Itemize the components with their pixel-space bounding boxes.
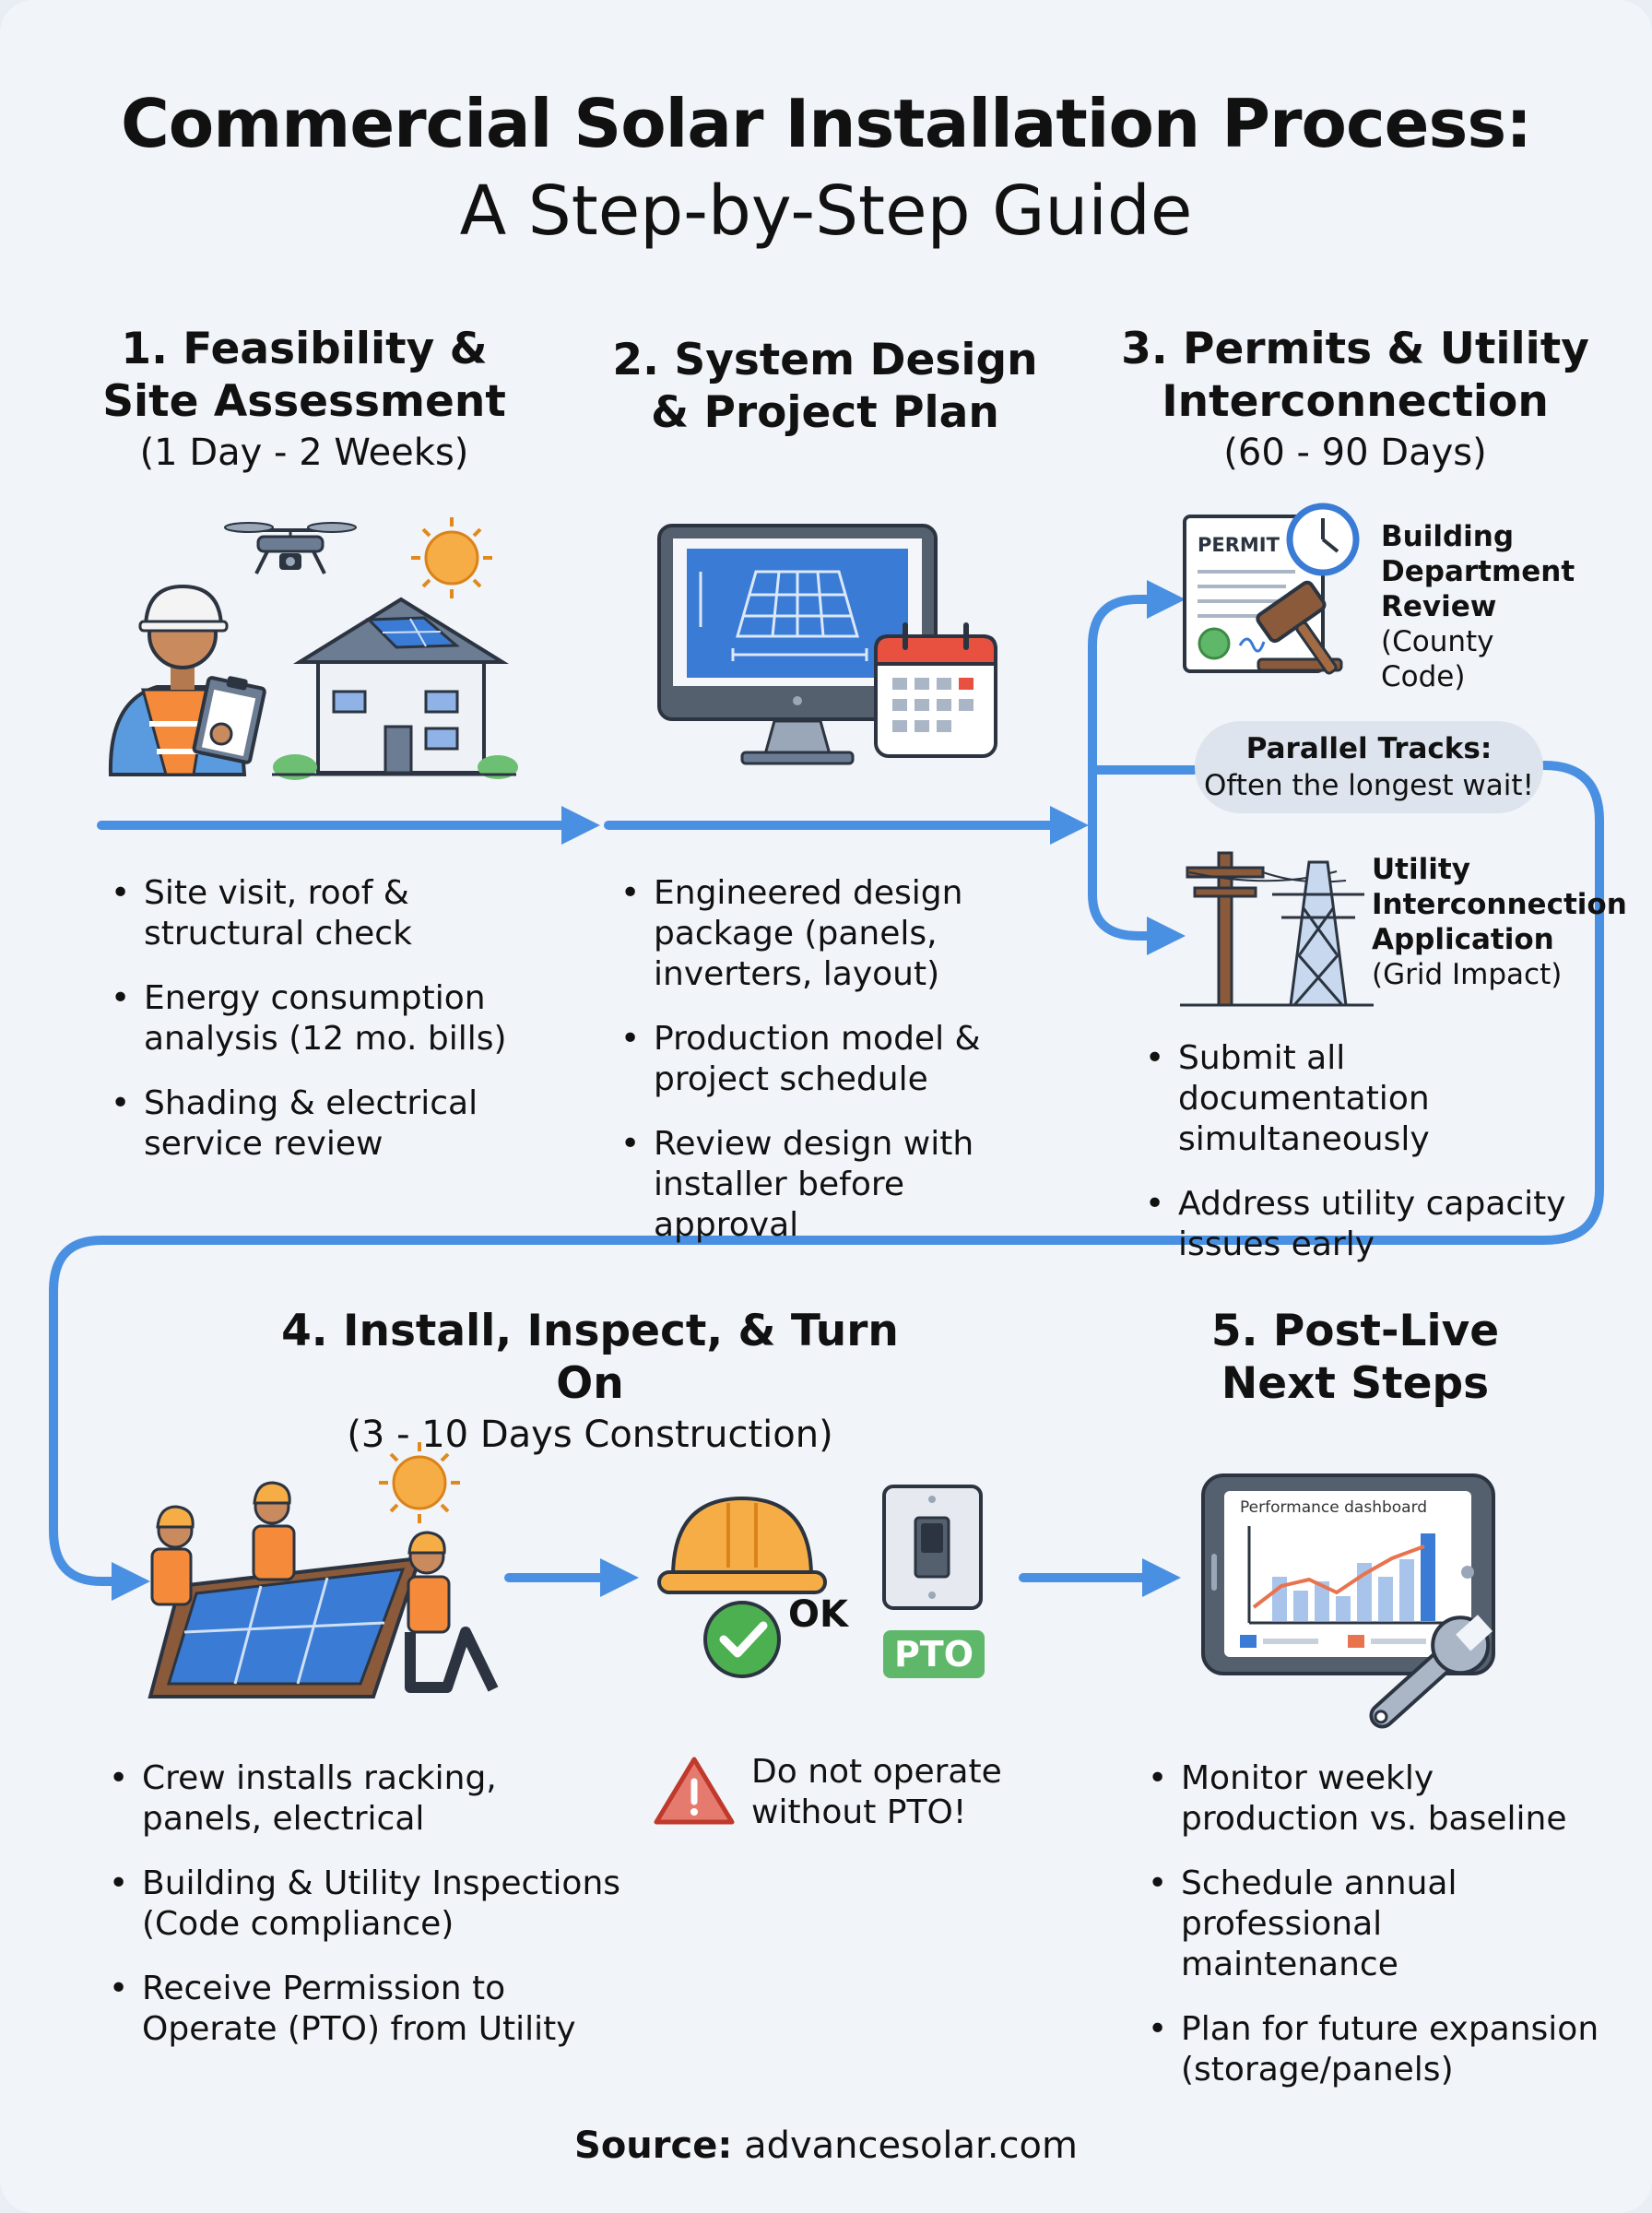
calendar-icon <box>874 622 997 758</box>
dashboard-label: Performance dashboard <box>1240 1498 1428 1517</box>
pto-warning: Do not operate without PTO! <box>751 1753 1002 1831</box>
list-item: Address utility capacity issues early <box>1145 1184 1587 1265</box>
track-utility-title: Utility Interconnection Application <box>1372 853 1627 956</box>
monitor-blueprint-icon <box>657 524 938 765</box>
list-item: Energy consumption analysis (12 mo. bill… <box>111 978 544 1059</box>
ok-label: OK <box>788 1593 848 1636</box>
track-building: Building Department Review (County Code) <box>1381 519 1575 694</box>
warning-icon <box>654 1757 735 1825</box>
track-utility: Utility Interconnection Application (Gri… <box>1372 852 1627 992</box>
hard-hat-icon <box>657 1496 827 1594</box>
parallel-title: Parallel Tracks: <box>1245 732 1493 765</box>
list-item: Crew installs racking, panels, electrica… <box>109 1758 625 1840</box>
step-2-heading: 2. System Design & Project Plan <box>612 335 1038 438</box>
step-3-bullets: Submit all documentation simultaneously … <box>1145 1038 1587 1289</box>
worker <box>252 1481 296 1581</box>
step-1-illustration <box>108 517 518 780</box>
step-2-illustration <box>657 524 997 765</box>
track-utility-note: (Grid Impact) <box>1372 958 1563 991</box>
list-item: Monitor weekly production vs. baseline <box>1148 1758 1609 1840</box>
step-3-header: 3. Permits & Utility Interconnection (60… <box>1115 323 1595 476</box>
transmission-tower-icon <box>1272 860 1364 1007</box>
permit-tag: PERMIT <box>1198 534 1280 556</box>
list-item: Engineered design package (panels, inver… <box>620 873 1054 995</box>
inspection-illustration <box>657 1496 827 1678</box>
track-building-note: (County Code) <box>1381 625 1494 693</box>
check-icon <box>703 1601 781 1678</box>
drone-icon <box>224 522 357 574</box>
source-label: Source: <box>574 2124 733 2167</box>
step-4-bullets: Crew installs racking, panels, electrica… <box>109 1758 625 2074</box>
page-title: Commercial Solar Installation Process: <box>120 85 1532 162</box>
inspector-icon <box>108 584 266 776</box>
list-item: Submit all documentation simultaneously <box>1145 1038 1587 1160</box>
branch-to-utility <box>1088 765 1186 955</box>
step-1-bullets: Site visit, roof & structural check Ener… <box>111 873 544 1189</box>
list-item: Production model & project schedule <box>620 1019 1054 1100</box>
list-item: Schedule annual professional maintenance <box>1148 1864 1609 1985</box>
step-1-heading: 1. Feasibility & Site Assessment <box>102 324 506 427</box>
track-building-title: Building Department Review <box>1381 520 1575 623</box>
step-1-duration: (1 Day - 2 Weeks) <box>139 432 469 474</box>
step-2-bullets: Engineered design package (panels, inver… <box>620 873 1054 1270</box>
page-subtitle: A Step-by-Step Guide <box>459 172 1193 251</box>
list-item: Review design with installer before appr… <box>620 1124 1054 1246</box>
sun-icon <box>411 517 492 598</box>
step-3-utility-illustration <box>1180 851 1374 1007</box>
worker <box>150 1505 195 1606</box>
utility-pole-icon <box>1186 851 1265 1007</box>
list-item: Plan for future expansion (storage/panel… <box>1148 2009 1609 2090</box>
sun-icon <box>379 1442 460 1523</box>
branch-to-permit <box>1088 580 1186 775</box>
switch-icon <box>882 1485 983 1610</box>
list-item: Site visit, roof & structural check <box>111 873 544 954</box>
source-text: advancesolar.com <box>744 2124 1078 2167</box>
step-4-duration: (3 - 10 Days Construction) <box>347 1414 833 1456</box>
step-5-bullets: Monitor weekly production vs. baseline S… <box>1148 1758 1609 2114</box>
step-5-heading: 5. Post-Live Next Steps <box>1210 1306 1500 1409</box>
worker <box>405 1531 499 1693</box>
step-3-duration: (60 - 90 Days) <box>1223 432 1487 474</box>
pto-badge: PTO <box>883 1630 985 1678</box>
step-3-heading: 3. Permits & Utility Interconnection <box>1121 324 1589 427</box>
list-item: Shading & electrical service review <box>111 1083 544 1165</box>
step-4-heading: 4. Install, Inspect, & Turn On <box>281 1306 899 1409</box>
step-4-header: 4. Install, Inspect, & Turn On (3 - 10 D… <box>258 1305 922 1458</box>
gavel-icon <box>1256 580 1343 675</box>
step-1-header: 1. Feasibility & Site Assessment (1 Day … <box>74 323 535 476</box>
step-3-permit-illustration: PERMIT <box>1183 503 1360 675</box>
step-2-header: 2. System Design & Project Plan <box>599 334 1051 439</box>
source-credit: Source: advancesolar.com <box>0 2124 1652 2167</box>
tablet-dashboard-icon <box>1201 1473 1495 1729</box>
step-5-header: 5. Post-Live Next Steps <box>1162 1305 1549 1410</box>
wrench-icon <box>1369 1615 1493 1729</box>
list-item: Receive Permission to Operate (PTO) from… <box>109 1969 625 2050</box>
list-item: Building & Utility Inspections (Code com… <box>109 1864 625 1945</box>
installation-crew-icon <box>148 1442 499 1698</box>
parallel-note: Often the longest wait! <box>1204 769 1534 802</box>
house-icon <box>272 597 518 780</box>
parallel-tracks-badge: Parallel Tracks: Often the longest wait! <box>1195 721 1543 813</box>
clock-icon <box>1286 503 1360 576</box>
